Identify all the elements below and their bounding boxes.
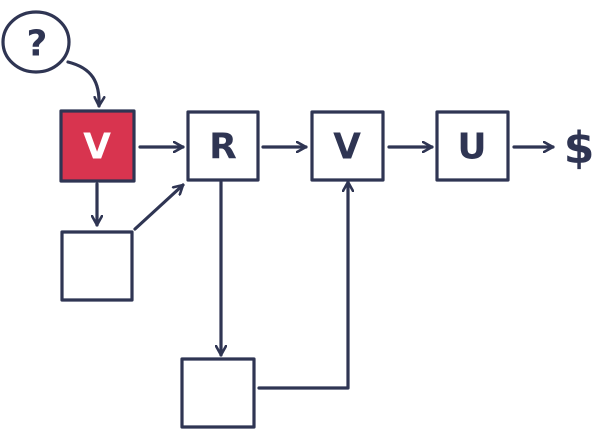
- r-box: [186, 110, 260, 182]
- r-label: R: [209, 127, 237, 168]
- v1-box: [59, 109, 136, 183]
- v1-node: V: [59, 109, 136, 183]
- arrow-question-to-v1: [66, 60, 99, 108]
- arrow-empty-a-to-r: [133, 183, 185, 231]
- empty-box-a-node: [60, 230, 134, 302]
- question-node: ?: [1, 10, 71, 74]
- empty-box-b-node: [180, 357, 256, 429]
- arrow-empty-b-to-v2: [257, 180, 348, 390]
- empty-box-a: [60, 230, 134, 302]
- v2-label: V: [333, 127, 361, 168]
- empty-box-b: [180, 357, 256, 429]
- v2-node: V: [310, 110, 385, 182]
- question-mark-label: ?: [27, 24, 48, 65]
- connectors: [66, 60, 555, 390]
- v2-box: [310, 110, 385, 182]
- dollar-label: $: [564, 123, 595, 174]
- u-label: U: [457, 127, 486, 168]
- u-box: [435, 110, 510, 182]
- question-circle: [1, 10, 71, 74]
- v1-label: V: [83, 127, 111, 168]
- r-node: R: [186, 110, 260, 182]
- dollar-node: $: [564, 123, 595, 174]
- u-node: U: [435, 110, 510, 182]
